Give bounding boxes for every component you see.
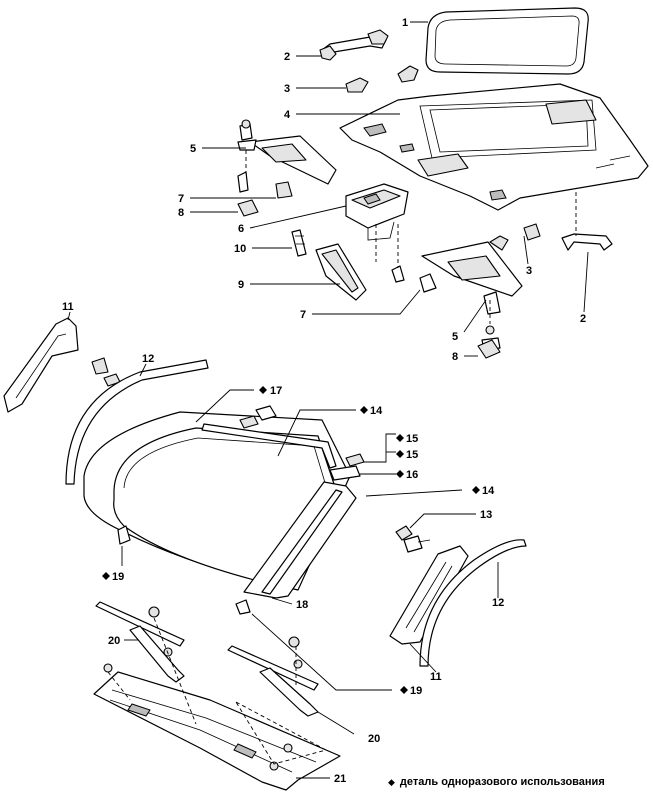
callout-2b: 2 xyxy=(580,313,586,325)
callout-5b: 5 xyxy=(452,331,458,343)
grab-handle-part xyxy=(319,29,389,61)
callout-8b: 8 xyxy=(452,351,458,363)
callout-3: 3 xyxy=(284,83,290,95)
legend-text: деталь одноразового использования xyxy=(399,776,605,788)
wiper-arm-part xyxy=(95,601,185,683)
single-use-markers xyxy=(102,386,480,694)
molding-clip-part xyxy=(239,405,365,481)
callout-10: 10 xyxy=(234,243,246,255)
assembly-line-lower xyxy=(107,617,328,765)
map-lamp-part xyxy=(345,183,409,241)
callout-20: 20 xyxy=(108,635,120,647)
cowl-panel-part xyxy=(93,663,341,791)
callout-12: 12 xyxy=(142,353,154,365)
sunroof-seal-part xyxy=(425,7,589,75)
callout-4: 4 xyxy=(284,109,291,121)
callout-7b: 7 xyxy=(300,309,306,321)
retainer-clip-part xyxy=(117,525,251,615)
mount-clip-part xyxy=(391,265,437,293)
callout-19b: 19 xyxy=(410,685,422,697)
grab-handle-part-right xyxy=(477,223,613,359)
callout-13: 13 xyxy=(480,509,492,521)
callout-9: 9 xyxy=(238,279,244,291)
sun-visor-part xyxy=(237,119,337,185)
headliner-part xyxy=(339,83,649,211)
callout-2: 2 xyxy=(284,51,290,63)
callout-16: 16 xyxy=(406,469,418,481)
callout-labels: 1 2 3 4 5 7 8 6 10 9 7 3 2 5 8 11 12 17 … xyxy=(62,17,586,785)
callout-8: 8 xyxy=(178,207,184,219)
a-pillar-trim-part-right xyxy=(389,545,469,645)
a-pillar-trim-part xyxy=(3,317,121,413)
single-use-marker-icon: ◆ xyxy=(388,777,395,787)
windshield-inner-molding-part xyxy=(201,423,357,599)
legend: ◆ деталь одноразового использования xyxy=(388,776,605,788)
leader-lines xyxy=(67,21,589,779)
sun-visor-part-right xyxy=(421,241,523,351)
callout-17: 17 xyxy=(270,385,282,397)
roof-weatherstrip-part xyxy=(65,359,209,485)
callout-6: 6 xyxy=(238,223,244,235)
pillar-clip-part xyxy=(395,525,431,553)
roof-weatherstrip-part-right xyxy=(419,539,527,667)
callout-19: 19 xyxy=(112,571,124,583)
callout-3b: 3 xyxy=(526,265,532,277)
callout-15b: 15 xyxy=(406,449,418,461)
callout-14b: 14 xyxy=(482,485,495,497)
callout-14: 14 xyxy=(370,405,383,417)
callout-12b: 12 xyxy=(492,597,504,609)
callout-1: 1 xyxy=(402,17,408,29)
callout-11: 11 xyxy=(62,301,74,313)
assembly-line xyxy=(245,150,577,324)
wiper-arm-part-right xyxy=(227,636,319,717)
callout-20b: 20 xyxy=(368,733,380,745)
callout-11b: 11 xyxy=(430,671,442,683)
visor-rod-part xyxy=(291,229,307,257)
clip-cover-part xyxy=(345,65,419,93)
callout-7: 7 xyxy=(178,193,184,205)
visor-clip-part xyxy=(237,171,293,217)
callout-21: 21 xyxy=(334,773,346,785)
callout-18: 18 xyxy=(296,599,308,611)
callout-5: 5 xyxy=(190,143,196,155)
callout-15: 15 xyxy=(406,433,418,445)
rear-view-mirror-part xyxy=(315,243,367,301)
